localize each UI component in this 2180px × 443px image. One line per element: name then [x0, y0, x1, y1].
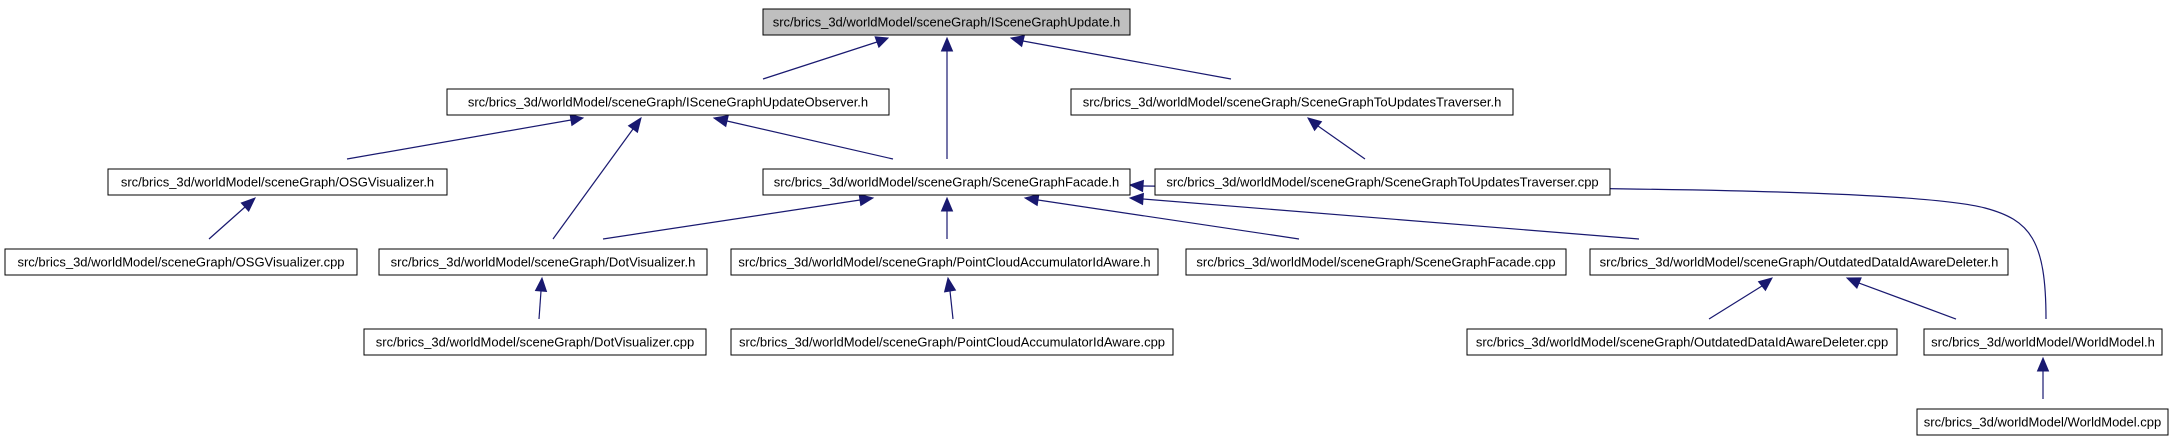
node-pcaia-h[interactable]: src/brics_3d/worldModel/sceneGraph/Point… — [730, 248, 1159, 276]
arrowhead — [1009, 35, 1026, 48]
node-sgf-h[interactable]: src/brics_3d/worldModel/sceneGraph/Scene… — [762, 168, 1131, 196]
node-box — [1070, 88, 1514, 116]
arrowhead — [569, 113, 585, 127]
arrowhead — [858, 193, 875, 207]
node-osgv-h[interactable]: src/brics_3d/worldModel/sceneGraph/OSGVi… — [107, 168, 448, 196]
node-osgv-cpp[interactable]: src/brics_3d/worldModel/sceneGraph/OSGVi… — [4, 248, 358, 276]
arrowhead — [712, 115, 729, 128]
edge-sgf_h-to-isguo_h — [712, 115, 894, 160]
node-box — [1589, 248, 2009, 276]
arrowhead — [240, 197, 256, 212]
node-wm-cpp[interactable]: src/brics_3d/worldModel/WorldModel.cpp — [1916, 408, 2169, 436]
node-box — [446, 88, 890, 116]
node-sgtut-h[interactable]: src/brics_3d/worldModel/sceneGraph/Scene… — [1070, 88, 1514, 116]
arrowhead — [627, 116, 642, 134]
node-label: src/brics_3d/worldModel/WorldModel.h — [1931, 335, 2155, 350]
node-box — [1923, 328, 2163, 356]
node-wm-h[interactable]: src/brics_3d/worldModel/WorldModel.h — [1923, 328, 2163, 356]
node-box — [1466, 328, 1898, 356]
edge-sgf_cpp-to-sgf_h — [1023, 193, 1300, 240]
edge-sgtut_cpp-to-sgtut_h — [1307, 117, 1366, 160]
node-label: src/brics_3d/worldModel/sceneGraph/IScen… — [773, 15, 1121, 30]
arrowhead — [943, 276, 957, 293]
node-dotv-cpp[interactable]: src/brics_3d/worldModel/sceneGraph/DotVi… — [363, 328, 707, 356]
node-label: src/brics_3d/worldModel/sceneGraph/DotVi… — [391, 255, 696, 270]
node-label: src/brics_3d/worldModel/sceneGraph/Point… — [739, 335, 1165, 350]
edge-pcaia_h-to-sgf_h — [940, 196, 954, 239]
node-box — [730, 248, 1159, 276]
node-sgf-cpp[interactable]: src/brics_3d/worldModel/sceneGraph/Scene… — [1185, 248, 1567, 276]
arrowhead — [1128, 179, 1144, 193]
edge-dotv_cpp-to-dotv_h — [534, 276, 548, 320]
node-pcaia-cpp[interactable]: src/brics_3d/worldModel/sceneGraph/Point… — [730, 328, 1174, 356]
arrowhead — [940, 196, 954, 212]
edge-oddad_cpp-to-oddad_h — [1708, 277, 1773, 320]
edges-layer — [208, 35, 2050, 399]
arrowhead — [2036, 356, 2050, 372]
node-isgu-h[interactable]: src/brics_3d/worldModel/sceneGraph/IScen… — [762, 8, 1131, 36]
node-label: src/brics_3d/worldModel/WorldModel.cpp — [1924, 415, 2161, 430]
node-box — [1185, 248, 1567, 276]
node-box — [107, 168, 448, 196]
edge-oddad_h-to-sgf_h — [1128, 192, 1640, 240]
edge-sgtut_h-to-isgu_h — [1009, 35, 1232, 80]
node-box — [762, 8, 1131, 36]
arrowhead — [1023, 193, 1040, 207]
node-box — [4, 248, 358, 276]
node-box — [730, 328, 1174, 356]
node-label: src/brics_3d/worldModel/sceneGraph/OSGVi… — [121, 175, 434, 190]
node-label: src/brics_3d/worldModel/sceneGraph/Scene… — [1196, 255, 1555, 270]
arrowhead — [874, 36, 890, 49]
node-label: src/brics_3d/worldModel/sceneGraph/IScen… — [468, 95, 868, 110]
node-box — [1154, 168, 1611, 196]
edge-osgv_cpp-to-osgv_h — [208, 197, 256, 240]
node-box — [1916, 408, 2169, 436]
arrowhead — [940, 36, 954, 52]
node-dotv-h[interactable]: src/brics_3d/worldModel/sceneGraph/DotVi… — [378, 248, 708, 276]
node-box — [762, 168, 1131, 196]
arrowhead — [1307, 117, 1323, 132]
edge-wm_h-to-oddad_h — [1845, 277, 1957, 320]
node-label: src/brics_3d/worldModel/sceneGraph/Outda… — [1600, 255, 1999, 270]
edge-dotv_h-to-sgf_h — [602, 193, 875, 240]
edge-isguo_h-to-isgu_h — [762, 36, 890, 80]
edge-pcaia_cpp-to-pcaia_h — [943, 276, 957, 320]
node-label: src/brics_3d/worldModel/sceneGraph/Outda… — [1476, 335, 1888, 350]
arrowhead — [1128, 192, 1144, 206]
node-label: src/brics_3d/worldModel/sceneGraph/Point… — [738, 255, 1150, 270]
node-box — [363, 328, 707, 356]
edge-wm_cpp-to-wm_h — [2036, 356, 2050, 399]
node-label: src/brics_3d/worldModel/sceneGraph/DotVi… — [376, 335, 694, 350]
node-label: src/brics_3d/worldModel/sceneGraph/Scene… — [774, 175, 1119, 190]
arrowhead — [1757, 277, 1773, 292]
node-oddad-cpp[interactable]: src/brics_3d/worldModel/sceneGraph/Outda… — [1466, 328, 1898, 356]
node-label: src/brics_3d/worldModel/sceneGraph/Scene… — [1083, 95, 1502, 110]
arrowhead — [1845, 277, 1862, 289]
arrowhead — [534, 276, 548, 292]
node-sgtut-cpp[interactable]: src/brics_3d/worldModel/sceneGraph/Scene… — [1154, 168, 1611, 196]
node-label: src/brics_3d/worldModel/sceneGraph/OSGVi… — [17, 255, 344, 270]
nodes-layer: src/brics_3d/worldModel/sceneGraph/IScen… — [4, 8, 2169, 436]
edge-sgf_h-to-isgu_h — [940, 36, 954, 159]
edge-dotv_h-to-isguo_h — [552, 116, 642, 240]
edge-osgv_h-to-isguo_h — [346, 113, 585, 160]
node-box — [378, 248, 708, 276]
node-label: src/brics_3d/worldModel/sceneGraph/Scene… — [1166, 175, 1598, 190]
node-isguo-h[interactable]: src/brics_3d/worldModel/sceneGraph/IScen… — [446, 88, 890, 116]
node-oddad-h[interactable]: src/brics_3d/worldModel/sceneGraph/Outda… — [1589, 248, 2009, 276]
